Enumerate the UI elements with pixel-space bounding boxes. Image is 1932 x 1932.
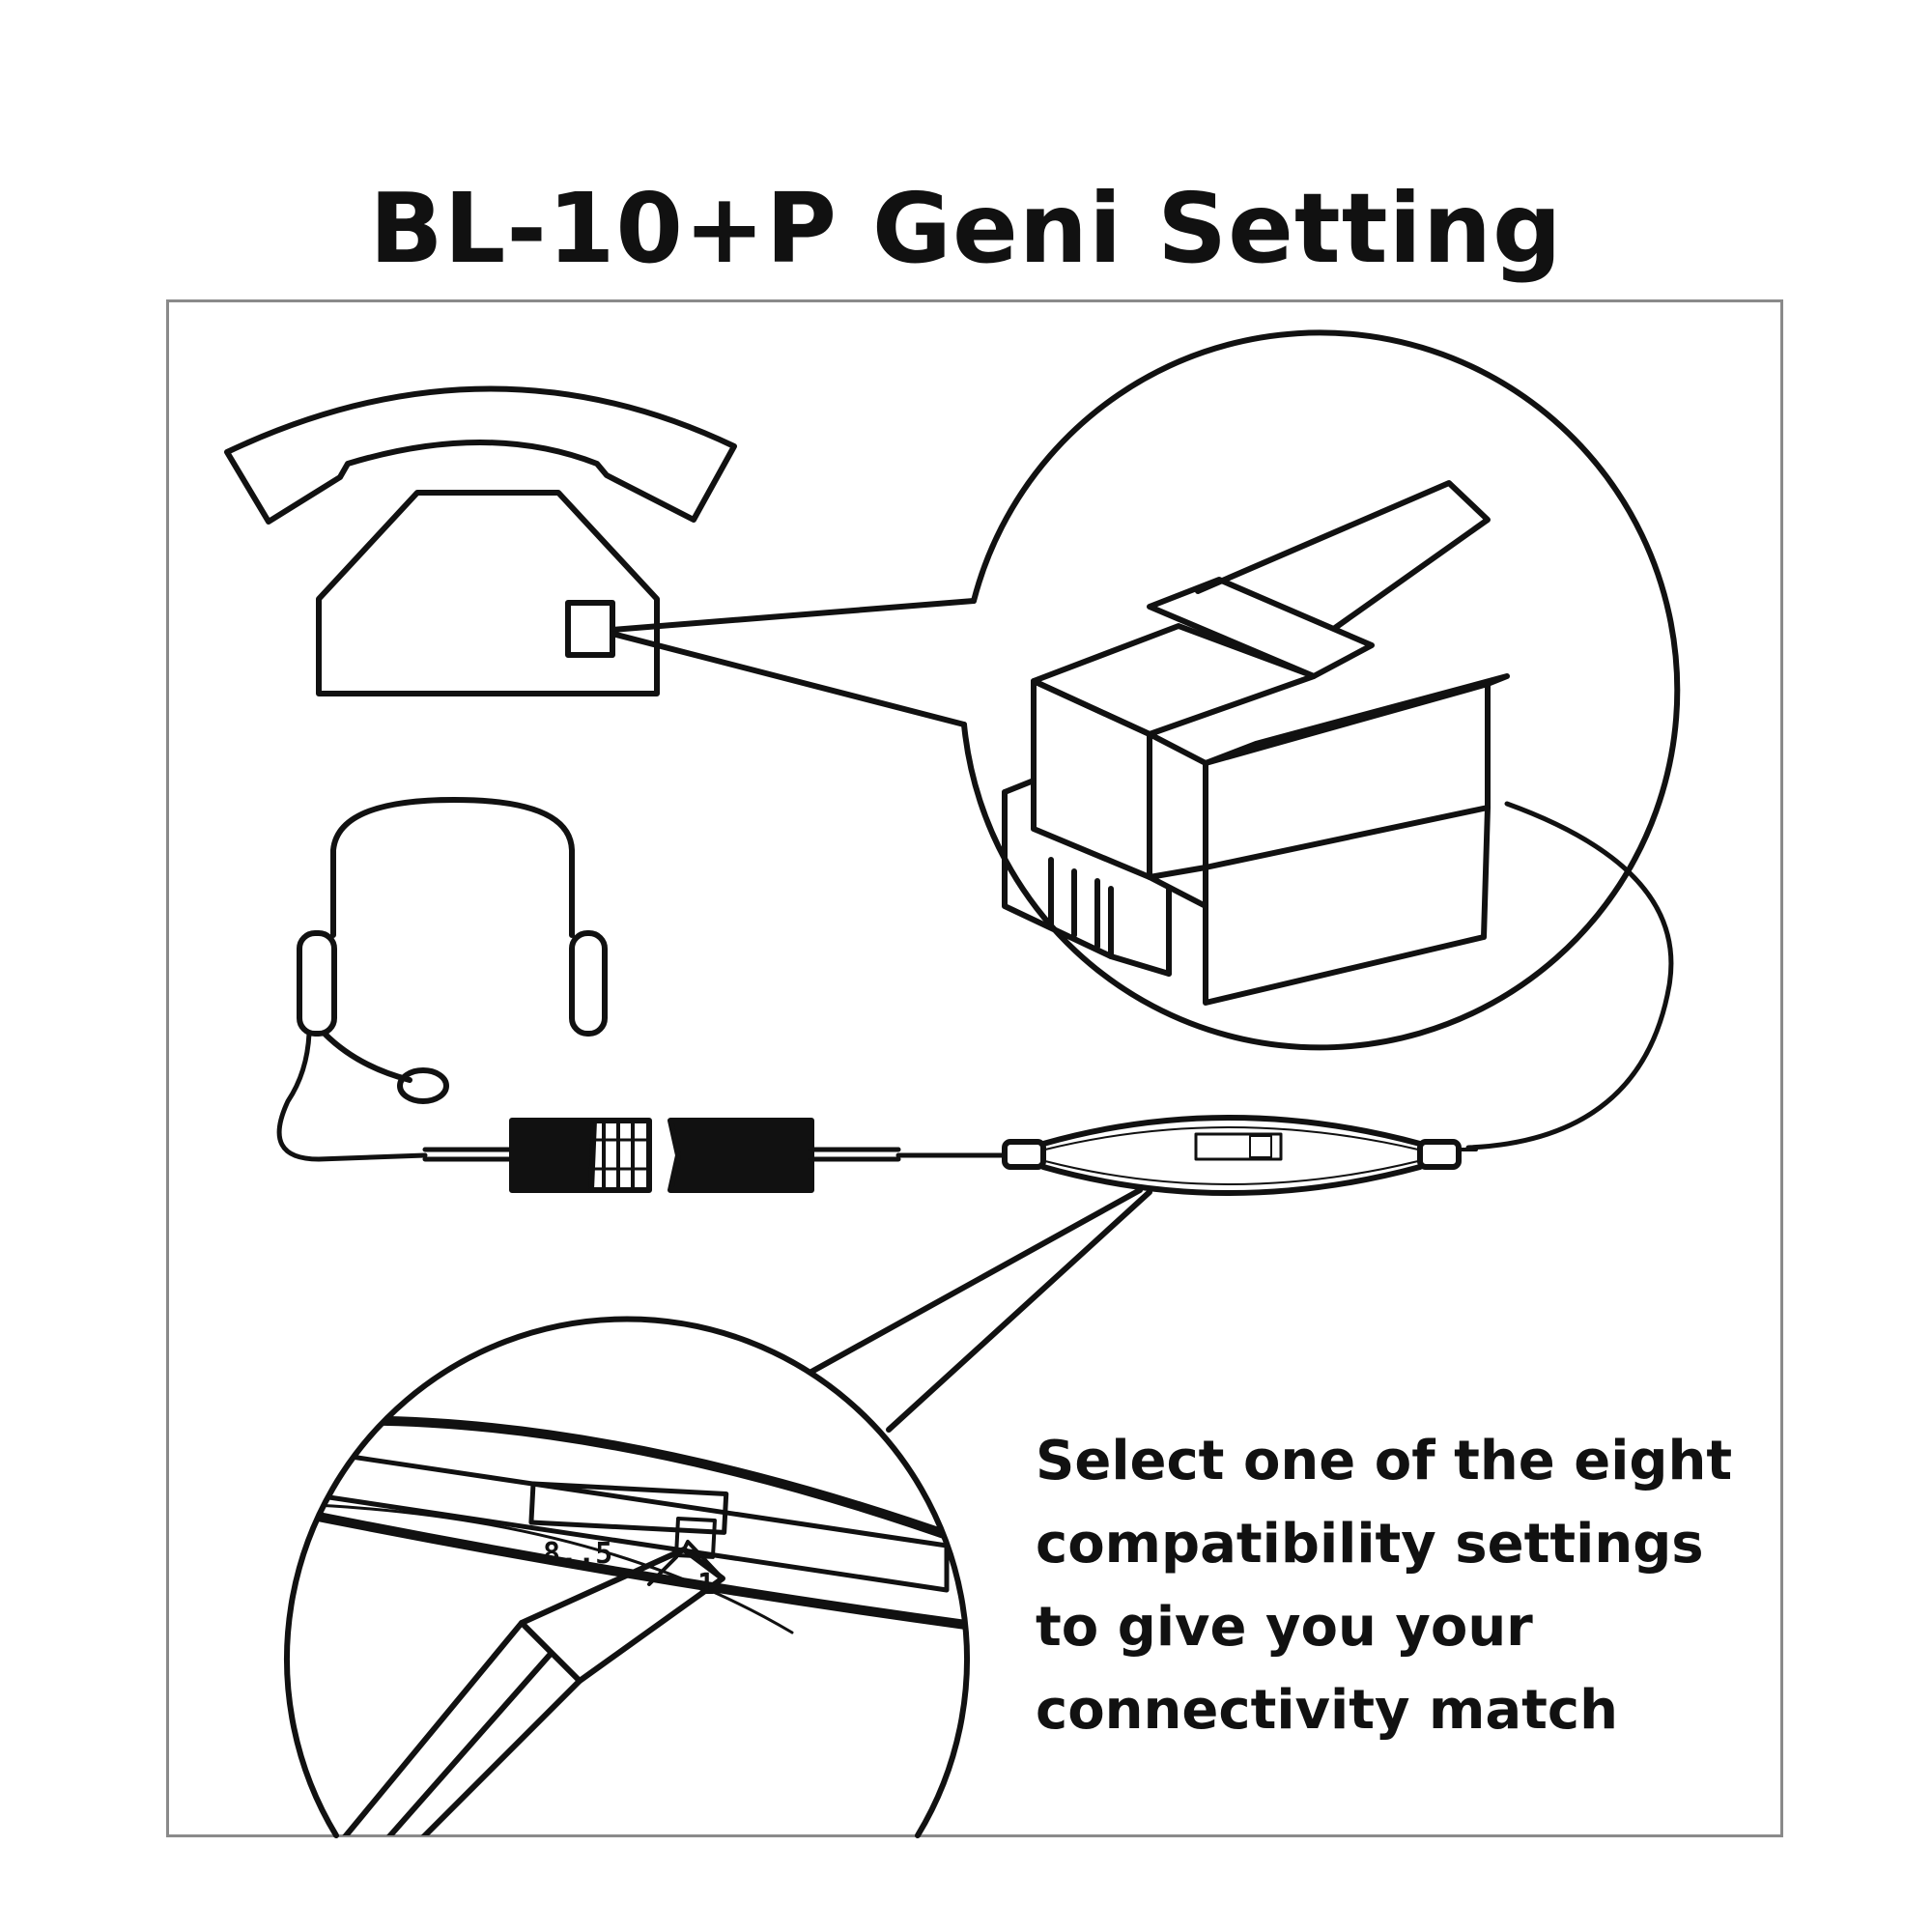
switch-position-label-right: 1	[697, 1568, 715, 1602]
diagram-frame	[166, 299, 1783, 1837]
zoom-leader-line	[886, 1189, 1152, 1433]
phone-jack-icon	[565, 600, 615, 658]
pencil-icon	[335, 1540, 725, 1835]
phone-cord	[1465, 801, 1674, 1151]
dip-switch-detail	[287, 1415, 968, 1835]
inline-switch-box	[1002, 1115, 1478, 1196]
quick-disconnect-connector	[422, 1118, 1008, 1193]
plug-zoom-circle	[961, 329, 1681, 1051]
rj-plug-icon	[1002, 480, 1510, 1006]
caption-line: Select one of the eight	[1036, 1430, 1733, 1492]
caption-line: compatibility settings	[1036, 1513, 1704, 1576]
telephone-icon	[224, 385, 977, 727]
headset-icon	[276, 797, 608, 1162]
switch-zoom-circle	[284, 1316, 970, 1838]
caption-line: connectivity match	[1036, 1679, 1618, 1742]
zoom-leader-line	[809, 1187, 1143, 1375]
caption-line: to give you your	[1036, 1596, 1533, 1659]
page-title: BL-10+P Geni Setting	[369, 172, 1563, 285]
instruction-caption: Select one of the eight compatibility se…	[1036, 1420, 1770, 1752]
switch-position-label-left: 8..5	[543, 1537, 612, 1571]
